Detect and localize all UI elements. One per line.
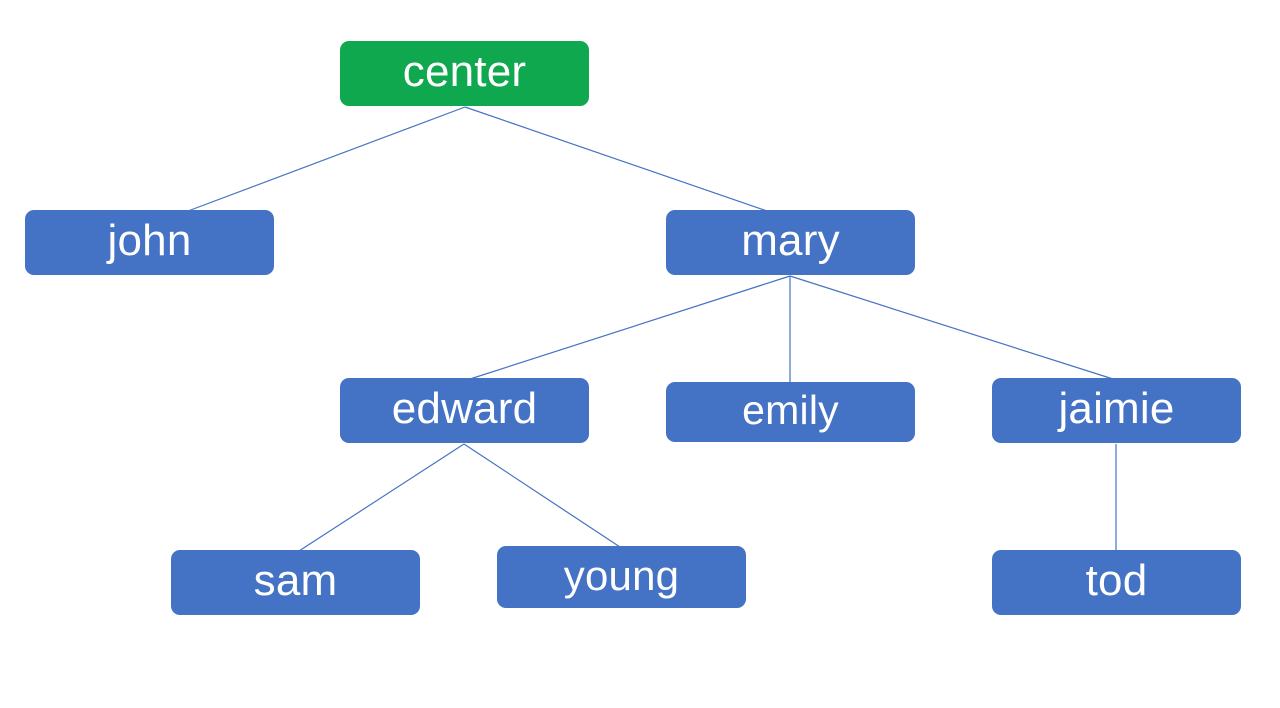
tree-edge bbox=[298, 443, 465, 552]
tree-edge bbox=[789, 275, 1114, 380]
tree-edge bbox=[463, 443, 621, 548]
tree-node-emily[interactable]: emily bbox=[666, 382, 915, 442]
tree-node-sam[interactable]: sam bbox=[171, 550, 420, 615]
tree-node-label: emily bbox=[742, 387, 839, 433]
tree-node-jaimie[interactable]: jaimie bbox=[992, 378, 1241, 443]
tree-node-label: center bbox=[402, 47, 527, 96]
tree-edge bbox=[464, 106, 768, 212]
tree-node-label: sam bbox=[253, 556, 338, 605]
tree-node-edward[interactable]: edward bbox=[340, 378, 589, 443]
tree-node-label: jaimie bbox=[1058, 384, 1175, 433]
tree-node-john[interactable]: john bbox=[25, 210, 274, 275]
tree-node-label: john bbox=[107, 216, 192, 265]
tree-edge bbox=[469, 275, 791, 380]
tree-node-mary[interactable]: mary bbox=[666, 210, 915, 275]
tree-node-center[interactable]: center bbox=[340, 41, 589, 106]
tree-node-young[interactable]: young bbox=[497, 546, 746, 608]
tree-node-tod[interactable]: tod bbox=[992, 550, 1241, 615]
tree-node-label: tod bbox=[1085, 556, 1148, 605]
tree-node-label: young bbox=[563, 551, 680, 599]
tree-edge bbox=[187, 106, 466, 212]
tree-node-label: edward bbox=[391, 384, 538, 433]
tree-node-label: mary bbox=[741, 216, 840, 265]
